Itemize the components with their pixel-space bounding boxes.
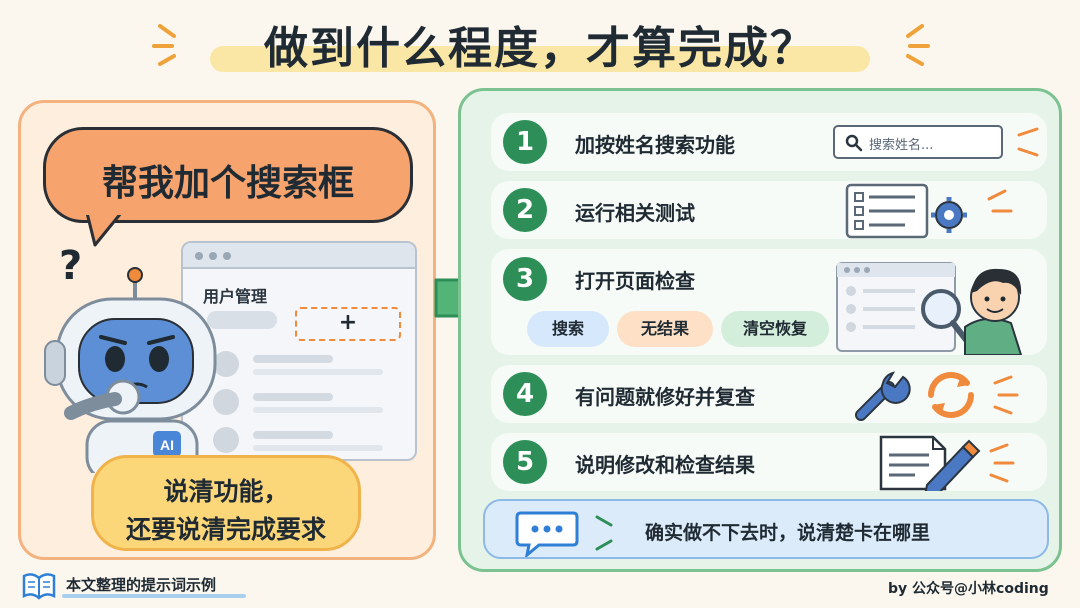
window-dot	[209, 252, 217, 260]
refresh-icon	[928, 372, 974, 418]
search-icon	[845, 134, 863, 152]
footer-caption: 本文整理的提示词示例	[66, 576, 217, 594]
chip-search: 搜索	[527, 311, 609, 347]
step-text: 有问题就修好并复查	[575, 385, 755, 409]
chip-no-result: 无结果	[617, 311, 713, 347]
step-number: 5	[503, 440, 547, 484]
advice-bubble: 说清功能， 还要说清完成要求	[91, 455, 361, 551]
sparkle-icon	[595, 515, 613, 551]
advice-line-1: 说清功能，	[163, 477, 289, 506]
request-text: 帮我加个搜索框	[101, 163, 354, 204]
sparkle-icon	[1017, 127, 1039, 157]
chip-clear-restore: 清空恢复	[721, 311, 829, 347]
robot-badge-text: AI	[160, 437, 174, 453]
list-item	[213, 351, 403, 381]
list-item	[213, 389, 403, 419]
wrench-icon	[855, 371, 911, 421]
robot-icon: AI	[44, 267, 217, 473]
speech-tail	[85, 213, 123, 247]
step-number: 2	[503, 188, 547, 232]
mock-window-title: 用户管理	[203, 287, 268, 306]
step-text: 运行相关测试	[575, 201, 695, 225]
avatar-icon	[213, 351, 239, 377]
add-search-placeholder: +	[295, 307, 401, 341]
sparkle-icon	[987, 189, 1013, 213]
step-3: 3 打开页面检查 搜索 无结果 清空恢复	[491, 249, 1047, 355]
step-number: 1	[503, 120, 547, 164]
search-input-mock: 搜索姓名...	[833, 125, 1003, 159]
mock-app-window: 用户管理 +	[181, 241, 417, 461]
footer-underline	[62, 594, 246, 598]
step-2: 2 运行相关测试	[491, 181, 1047, 239]
search-placeholder: 搜索姓名...	[869, 138, 934, 153]
step-number: 4	[503, 372, 547, 416]
step-text: 打开页面检查	[575, 269, 695, 293]
step-4: 4 有问题就修好并复查	[491, 365, 1047, 423]
request-speech-bubble: 帮我加个搜索框	[43, 127, 413, 223]
footer-credit: by 公众号@小林coding	[888, 581, 1049, 597]
sparkle-icon	[989, 443, 1015, 483]
page-title: 做到什么程度，才算完成？	[264, 23, 816, 74]
tip-text: 确实做不下去时，说清楚卡在哪里	[645, 522, 931, 544]
inspect-page-illustration	[836, 262, 1023, 355]
tip-box: 确实做不下去时，说清楚卡在哪里	[483, 499, 1049, 559]
chat-bubble-icon	[515, 511, 579, 557]
window-dot	[195, 252, 203, 260]
document-pencil-icon	[879, 435, 981, 491]
mock-window-titlebar	[183, 243, 415, 269]
title-area: 做到什么程度，才算完成？	[150, 8, 930, 78]
advice-line-2: 还要说清完成要求	[125, 515, 326, 544]
list-item	[213, 427, 403, 457]
test-checklist-icon	[845, 183, 967, 239]
mock-input-pill	[207, 311, 277, 329]
question-mark: ?	[59, 243, 83, 289]
step-number: 3	[503, 257, 547, 301]
window-dot	[223, 252, 231, 260]
avatar-icon	[213, 427, 239, 453]
title-highlight	[210, 46, 870, 72]
left-panel: 帮我加个搜索框 ? 用户管理 +	[18, 100, 436, 560]
right-panel: 1 加按姓名搜索功能 搜索姓名... 2 运行相关测试	[458, 88, 1062, 572]
step-text: 说明修改和检查结果	[575, 453, 755, 477]
sparkle-left-icon	[152, 24, 176, 66]
sparkle-right-icon	[906, 24, 930, 66]
sparkle-icon	[993, 375, 1019, 415]
book-icon	[22, 573, 56, 600]
step-text: 加按姓名搜索功能	[575, 133, 735, 157]
avatar-icon	[213, 389, 239, 415]
step-5: 5 说明修改和检查结果	[491, 433, 1047, 491]
step-1: 1 加按姓名搜索功能 搜索姓名...	[491, 113, 1047, 171]
